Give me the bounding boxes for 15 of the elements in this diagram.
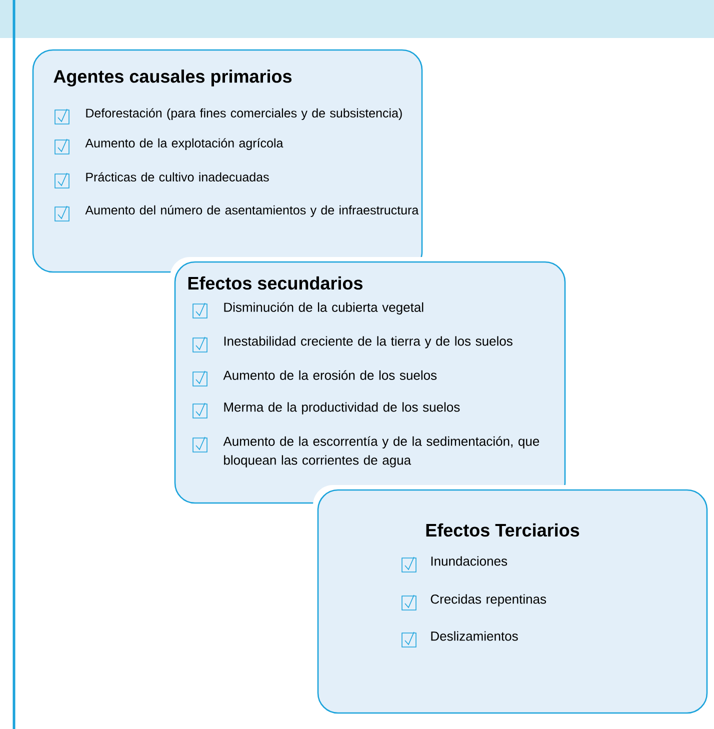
- list-item: Crecidas repentinas: [430, 594, 546, 606]
- list-item: Disminución de la cubierta vegetal: [224, 302, 424, 314]
- list-item: Deslizamientos: [431, 631, 518, 641]
- card-heading: Efectos Terciarios: [426, 523, 580, 537]
- list-item: Inestabilidad creciente de la tierra y de los suelos: [224, 336, 512, 348]
- list-item: Inundaciones: [431, 556, 508, 566]
- list-item: Merma de la productividad de los suelos: [224, 402, 460, 414]
- list-item: Aumento del número de asentamientos y de infraestructura: [85, 205, 419, 217]
- card-heading: Efectos secundarios: [188, 276, 362, 290]
- list-item: Aumento de la erosión de los suelos: [223, 370, 437, 380]
- card-heading: Agentes causales primarios: [54, 70, 292, 86]
- list-item: Deforestación (para fines comerciales y de subsistencia): [86, 108, 402, 120]
- list-item: Aumento de la escorrentía y de la sedimentación, que bloquean las corrientes de agua: [223, 436, 540, 468]
- list-item: Aumento de la explotación agrícola: [85, 138, 284, 150]
- list-item: Prácticas de cultivo inadecuadas: [86, 172, 269, 182]
